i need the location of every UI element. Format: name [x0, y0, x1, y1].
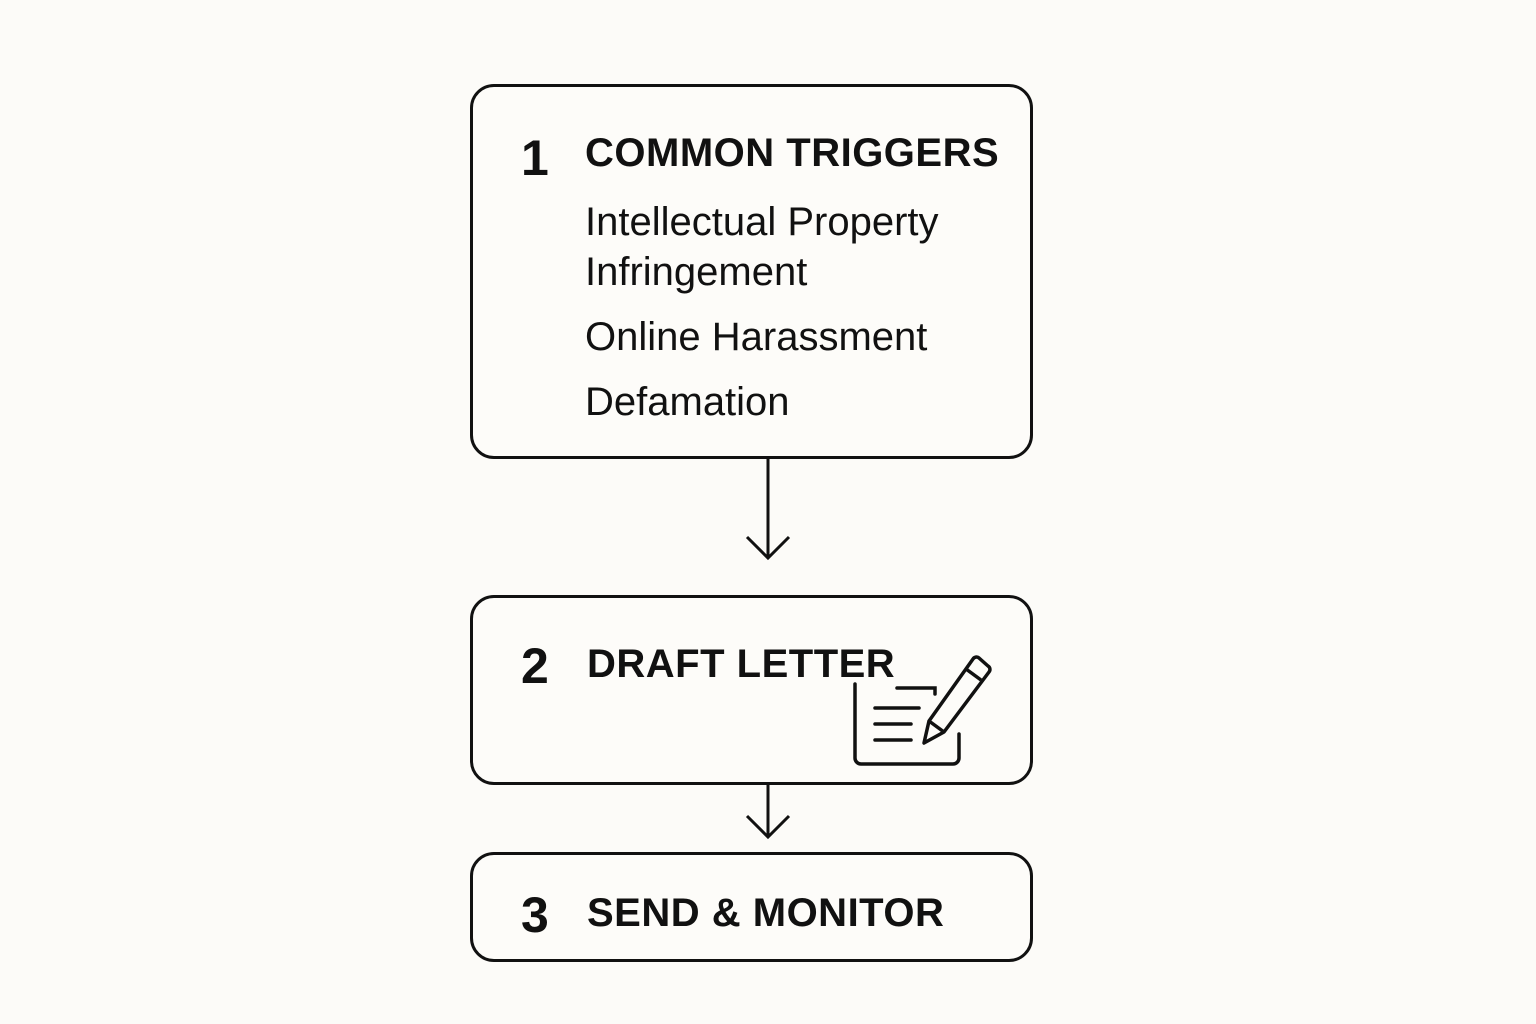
trigger-item-harassment: Online Harassment	[585, 315, 928, 359]
step-2-title: DRAFT LETTER	[587, 642, 896, 686]
trigger-item-ip-line2: Infringement	[585, 250, 808, 294]
step-3-title: SEND & MONITOR	[587, 891, 945, 935]
step-1-number: 1	[521, 130, 549, 186]
arrow-down-icon	[745, 459, 791, 561]
step-1-title: COMMON TRIGGERS	[585, 131, 1000, 175]
step-3-number: 3	[521, 887, 549, 943]
step-2-box: 2 DRAFT LETTER	[470, 595, 1033, 785]
arrow-down-icon	[745, 785, 791, 840]
trigger-item-ip-line1: Intellectual Property	[585, 200, 939, 244]
step-3-box: 3 SEND & MONITOR	[470, 852, 1033, 962]
trigger-item-defamation: Defamation	[585, 380, 790, 424]
document-pencil-icon	[853, 655, 992, 766]
step-2-number: 2	[521, 638, 549, 694]
step-1-box: 1 COMMON TRIGGERS Intellectual Property …	[470, 84, 1033, 459]
